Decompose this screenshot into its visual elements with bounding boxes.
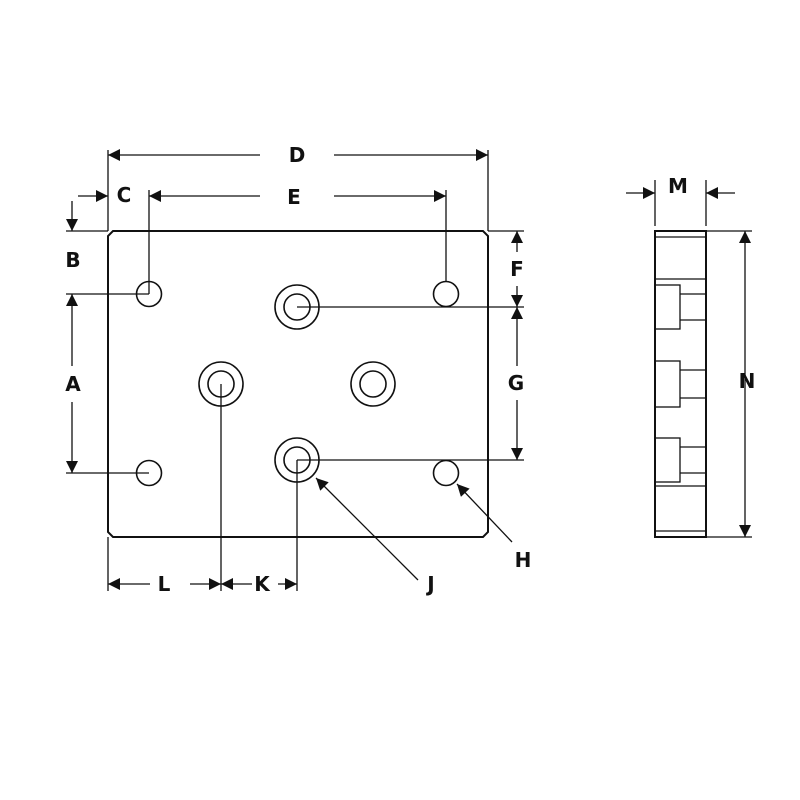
extension-lines	[66, 150, 524, 591]
label-n: N	[739, 369, 756, 393]
dimension-labels: D E C B A F G H J L K M N	[65, 143, 755, 596]
label-c: C	[117, 183, 132, 207]
label-b: B	[65, 248, 80, 272]
label-f: F	[510, 257, 524, 281]
label-a: A	[65, 372, 81, 396]
plate-outline	[107, 230, 489, 538]
label-g: G	[508, 371, 524, 395]
side-counterbore-top	[654, 284, 706, 330]
plate-side-view	[654, 180, 752, 538]
label-l: L	[158, 572, 171, 596]
label-m: M	[668, 174, 688, 198]
label-j: J	[425, 572, 434, 596]
leader-h	[456, 483, 513, 543]
counterbore-right	[350, 361, 396, 407]
side-counterbore-bottom	[654, 437, 706, 483]
leader-j	[315, 477, 419, 581]
plate-front-view	[107, 230, 489, 538]
label-k: K	[254, 572, 271, 596]
label-d: D	[289, 143, 306, 167]
label-h: H	[515, 548, 532, 572]
side-counterbore-middle	[654, 360, 706, 408]
label-e: E	[287, 185, 301, 209]
dimension-lines	[66, 149, 751, 590]
